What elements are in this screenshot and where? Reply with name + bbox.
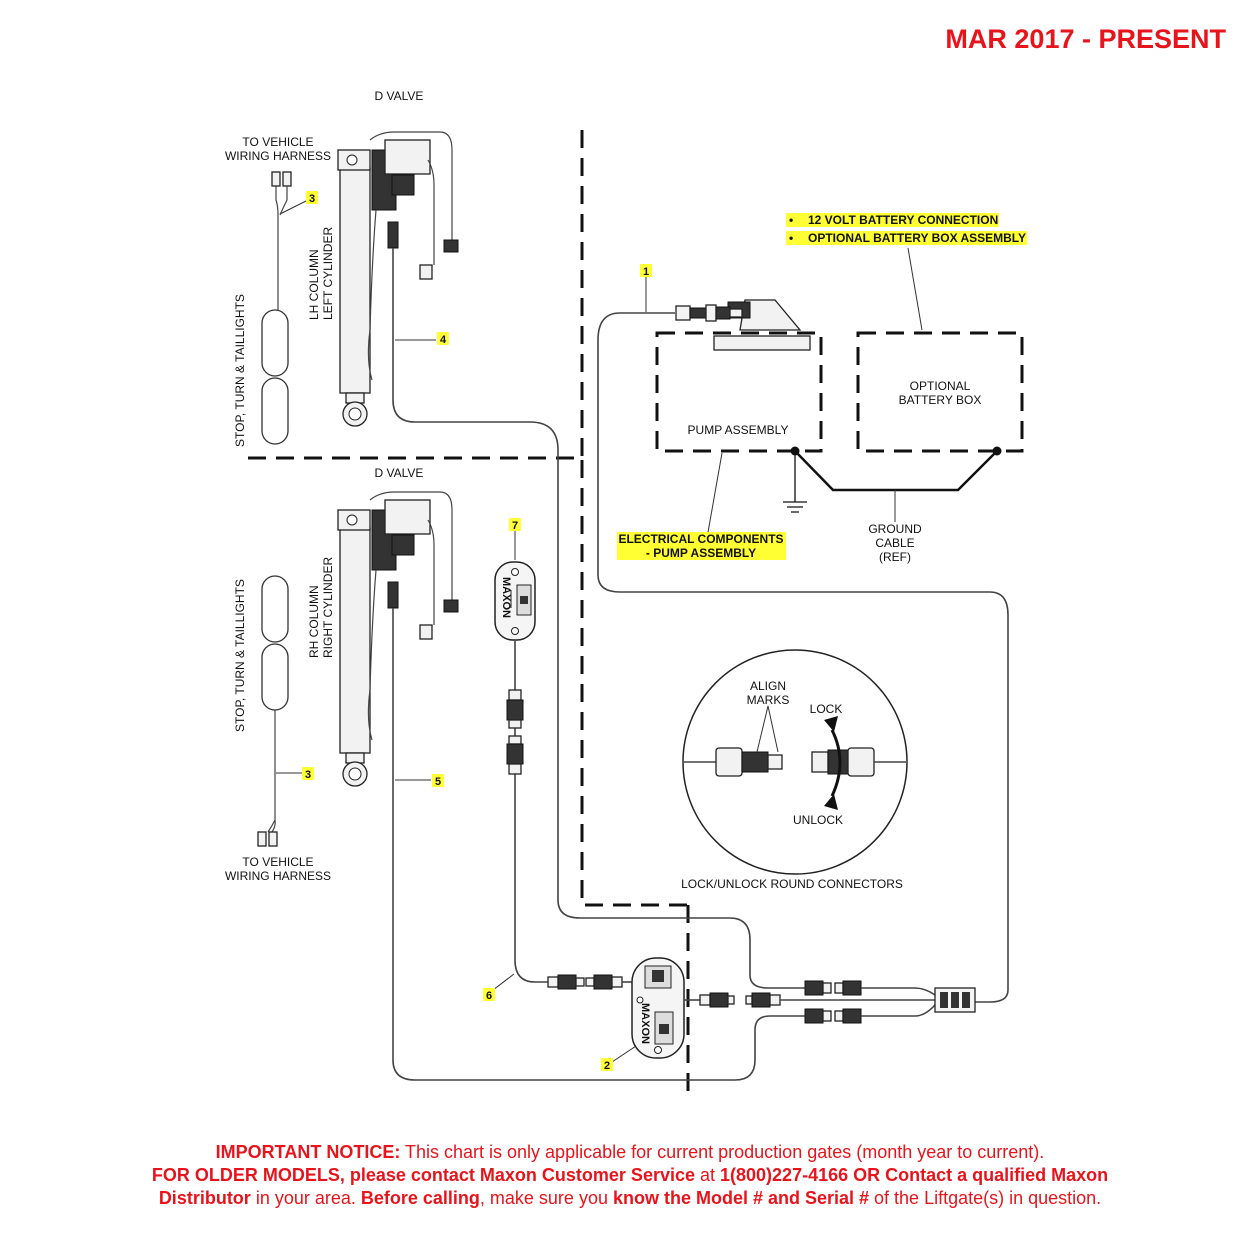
leader-battery-note — [907, 247, 923, 331]
highlight-electrical-2 — [617, 546, 786, 560]
label-left-cylinder: LEFT CYLINDER — [321, 227, 335, 320]
callout-2: 2 — [604, 1060, 610, 1072]
label-unlock: UNLOCK — [793, 813, 843, 827]
label-cable: CABLE — [875, 536, 914, 550]
label-wiring-harness-bottom: WIRING HARNESS — [225, 869, 331, 883]
label-rh-column: RH COLUMN — [307, 585, 321, 658]
date-range-title: MAR 2017 - PRESENT — [945, 24, 1226, 54]
notice-line-3: Distributor in your area. Before calling… — [0, 1187, 1260, 1210]
taillight-harness-top — [261, 171, 292, 445]
label-pump-assembly: PUMP ASSEMBLY — [688, 423, 789, 437]
label-lh-column: LH COLUMN — [307, 249, 321, 320]
label-electrical-pump: - PUMP ASSEMBLY — [646, 546, 756, 560]
cylinder-cable-4 — [392, 248, 805, 989]
label-d-valve-top: D VALVE — [375, 89, 424, 103]
callout-5: 5 — [435, 776, 441, 788]
label-to-vehicle-top: TO VEHICLE — [242, 135, 313, 149]
optional-battery-box — [856, 331, 1024, 453]
callout-3-top: 3 — [309, 193, 315, 205]
ground-cable — [783, 446, 1002, 513]
divider-vertical-mid — [580, 460, 688, 907]
notice-text-3c: of the Liftgate(s) in question. — [869, 1188, 1102, 1208]
control-switch-2: MAXON — [631, 957, 685, 1059]
callout-4: 4 — [440, 334, 447, 346]
taillight-harness-bottom — [257, 575, 289, 847]
notice-before-calling: Before calling — [360, 1188, 480, 1208]
callout-1: 1 — [643, 266, 649, 278]
notice-text-3b: , make sure you — [479, 1188, 613, 1208]
notice-line-2: FOR OLDER MODELS, please contact Maxon C… — [0, 1164, 1260, 1187]
notice-distributor: Distributor — [158, 1188, 251, 1208]
label-electrical-components: ELECTRICAL COMPONENTS — [618, 532, 783, 546]
maxon-logo-label: MAXON — [639, 1003, 651, 1044]
lock-unlock-detail — [682, 649, 908, 875]
leader-2 — [611, 1045, 637, 1063]
leader-6 — [492, 973, 515, 991]
label-lights-bottom: STOP, TURN & TAILLIGHTS — [233, 579, 247, 732]
notice-text-1: This chart is only applicable for curren… — [400, 1142, 1045, 1162]
label-marks: MARKS — [747, 693, 790, 707]
callout-3-bottom: 3 — [305, 769, 311, 781]
notice-text-3a: in your area. — [250, 1188, 361, 1208]
label-optional: OPTIONAL — [910, 379, 971, 393]
taillight-lamp — [261, 377, 289, 445]
highlight-c4 — [437, 332, 449, 345]
taillight-lamp — [261, 575, 289, 643]
label-connectors-caption: LOCK/UNLOCK ROUND CONNECTORS — [681, 877, 903, 891]
label-battery-connection: 12 VOLT BATTERY CONNECTION — [808, 213, 998, 227]
callout-7: 7 — [512, 520, 518, 532]
highlight-c6 — [483, 988, 495, 1001]
wiring-diagram: MAXON MAXON — [225, 89, 1027, 1100]
label-ref: (REF) — [879, 550, 911, 564]
highlight-c7 — [509, 518, 521, 531]
highlight-electrical-1 — [617, 532, 786, 546]
label-battery-box-assembly: OPTIONAL BATTERY BOX ASSEMBLY — [808, 231, 1026, 245]
battery-cable-1 — [597, 312, 1009, 1003]
notice-phone: 1(800)227-4166 OR Contact a qualified Ma… — [720, 1165, 1109, 1185]
highlight-c2 — [601, 1058, 613, 1071]
label-right-cylinder: RIGHT CYLINDER — [321, 557, 335, 658]
highlight-battery-note-1 — [786, 213, 999, 227]
inline-connectors-6 — [506, 689, 635, 990]
cylinder-cable-5 — [392, 608, 805, 1081]
label-wiring-harness-top: WIRING HARNESS — [225, 149, 331, 163]
notice-at: at — [695, 1165, 721, 1185]
leader-electrical — [706, 452, 723, 539]
label-to-vehicle-bottom: TO VEHICLE — [242, 855, 313, 869]
taillight-lamp — [261, 309, 289, 377]
leader-3a — [279, 199, 309, 215]
highlight-c1 — [640, 264, 652, 277]
pump-assembly-box — [655, 331, 823, 453]
notice-line-1: IMPORTANT NOTICE: This chart is only app… — [0, 1141, 1260, 1164]
label-lights-top: STOP, TURN & TAILLIGHTS — [233, 294, 247, 447]
taillight-lamp — [261, 643, 289, 711]
important-notice: IMPORTANT NOTICE: This chart is only app… — [0, 1141, 1260, 1210]
label-battery-box: BATTERY BOX — [899, 393, 982, 407]
lh-column-cylinder — [337, 131, 459, 427]
label-d-valve-bottom: D VALVE — [375, 466, 424, 480]
label-lock: LOCK — [810, 702, 843, 716]
control-cable-6 — [514, 640, 548, 983]
highlight-c3b — [302, 767, 314, 780]
maxon-logo-label: MAXON — [500, 577, 512, 618]
label-align: ALIGN — [750, 679, 786, 693]
highlight-battery-note-2 — [786, 231, 1027, 245]
notice-heading: IMPORTANT NOTICE: — [215, 1142, 401, 1162]
notice-model-serial: know the Model # and Serial # — [612, 1188, 870, 1208]
bullet-2: • — [789, 231, 793, 245]
callout-6: 6 — [486, 990, 492, 1002]
bullet-1: • — [789, 213, 793, 227]
rh-column-cylinder — [337, 491, 459, 787]
main-harness-connectors — [684, 980, 976, 1024]
notice-older-models: FOR OLDER MODELS, please contact Maxon C… — [151, 1165, 695, 1185]
highlight-c5 — [432, 774, 444, 787]
control-switch-7: MAXON — [494, 561, 536, 641]
battery-connector — [675, 304, 743, 322]
highlight-c3a — [306, 191, 318, 204]
label-ground: GROUND — [868, 522, 922, 536]
